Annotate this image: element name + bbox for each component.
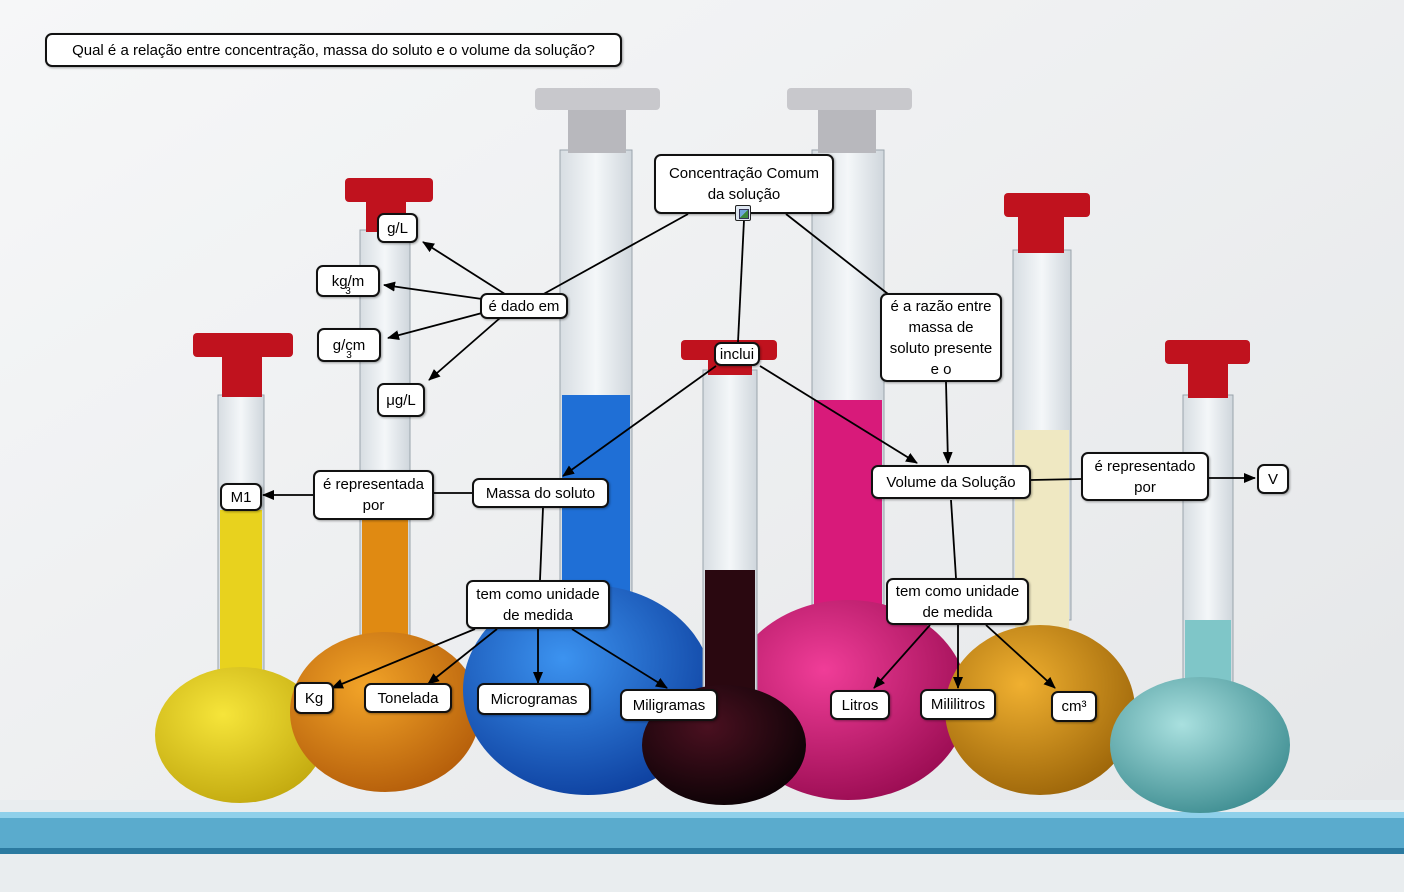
microgram-per-l-label: μg/L [386, 390, 416, 411]
link-phrase-representado-por[interactable]: é representado por [1081, 452, 1209, 501]
link-phrase-inclui[interactable]: inclui [714, 342, 760, 366]
massa-label: Massa do soluto [486, 483, 595, 504]
image-icon[interactable] [735, 205, 751, 221]
unit-microgram-per-l[interactable]: μg/L [377, 383, 425, 417]
concept-volume-solucao[interactable]: Volume da Solução [871, 465, 1031, 499]
unit-kg[interactable]: Kg [294, 682, 334, 714]
unit-g-per-l[interactable]: g/L [377, 213, 418, 243]
unit-mililitros[interactable]: Mililitros [920, 689, 996, 720]
link-phrase-representada-por[interactable]: é representada por [313, 470, 434, 520]
volume-label: Volume da Solução [886, 472, 1015, 493]
question-text: Qual é a relação entre concentração, mas… [72, 40, 595, 61]
concept-massa-soluto[interactable]: Massa do soluto [472, 478, 609, 508]
representado-line-2: por [1134, 477, 1156, 498]
g-per-l-label: g/L [387, 218, 408, 239]
symbol-m1[interactable]: M1 [220, 483, 262, 511]
razao-line-3: soluto presente [890, 338, 993, 359]
unit-litros[interactable]: Litros [830, 690, 890, 720]
link-phrase-unidade-massa[interactable]: tem como unidade de medida [466, 580, 610, 629]
microgramas-label: Microgramas [491, 689, 578, 710]
concept-line-2: da solução [708, 184, 781, 205]
dado-em-label: é dado em [489, 296, 560, 317]
inclui-label: inclui [720, 344, 754, 365]
cm3-label: cm³ [1062, 696, 1087, 717]
representada-line-1: é representada [323, 474, 424, 495]
razao-line-4: e o [931, 359, 952, 380]
razao-line-1: é a razão entre [891, 296, 992, 317]
link-phrase-dado-em[interactable]: é dado em [480, 293, 568, 319]
unidade-massa-line-2: de medida [503, 605, 573, 626]
kg-label: Kg [305, 688, 323, 709]
m1-label: M1 [231, 487, 252, 508]
unit-microgramas[interactable]: Microgramas [477, 683, 591, 715]
link-phrase-unidade-volume[interactable]: tem como unidade de medida [886, 578, 1029, 625]
link-phrase-razao[interactable]: é a razão entre massa de soluto presente… [880, 293, 1002, 382]
unidade-volume-line-1: tem como unidade [896, 581, 1019, 602]
mililitros-label: Mililitros [931, 694, 985, 715]
v-label: V [1268, 469, 1278, 490]
unidade-volume-line-2: de medida [922, 602, 992, 623]
miligramas-label: Miligramas [633, 695, 706, 716]
unidade-massa-line-1: tem como unidade [476, 584, 599, 605]
unit-miligramas[interactable]: Miligramas [620, 689, 718, 721]
litros-label: Litros [842, 695, 879, 716]
unit-cm3[interactable]: cm³ [1051, 691, 1097, 722]
unit-tonelada[interactable]: Tonelada [364, 683, 452, 713]
tonelada-label: Tonelada [378, 688, 439, 709]
symbol-v[interactable]: V [1257, 464, 1289, 494]
representado-line-1: é representado [1095, 456, 1196, 477]
razao-line-2: massa de [908, 317, 973, 338]
concept-line-1: Concentração Comum [669, 163, 819, 184]
question-title: Qual é a relação entre concentração, mas… [45, 33, 622, 67]
representada-line-2: por [363, 495, 385, 516]
